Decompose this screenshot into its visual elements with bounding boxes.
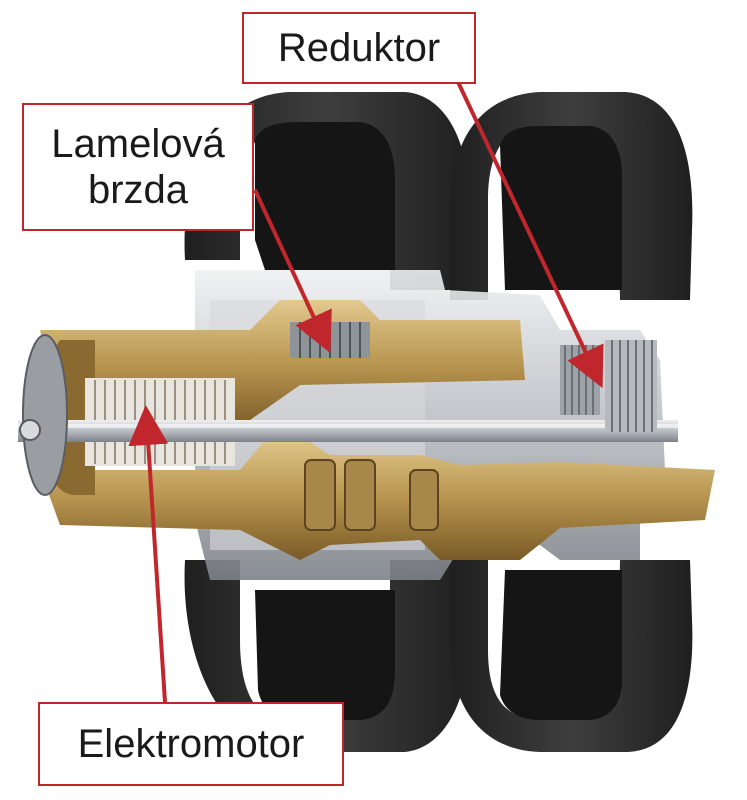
tire-upper-left [184, 92, 470, 290]
label-reduktor: Reduktor [277, 26, 441, 70]
label-elektromotor: Elektromotor [77, 722, 305, 766]
label-brzda: brzda [87, 168, 189, 212]
multi-disc-brake [290, 322, 370, 358]
tire-lower-left [184, 560, 470, 752]
callout-reduktor: Reduktor [242, 12, 476, 84]
callout-lamelova-brzda: Lamelová brzda [22, 103, 254, 231]
callout-elektromotor: Elektromotor [38, 702, 344, 786]
arrow-elektromotor [128, 405, 169, 703]
hub-flange [19, 334, 68, 496]
drive-shaft [18, 420, 678, 442]
bearings [304, 459, 439, 531]
tire-upper-right [450, 92, 693, 300]
tire-lower-right [450, 560, 693, 752]
label-lamelova: Lamelová [51, 122, 225, 166]
callout-arrows [128, 81, 604, 703]
arrow-lamelova-brzda [253, 189, 332, 354]
arrow-reduktor [456, 81, 604, 389]
